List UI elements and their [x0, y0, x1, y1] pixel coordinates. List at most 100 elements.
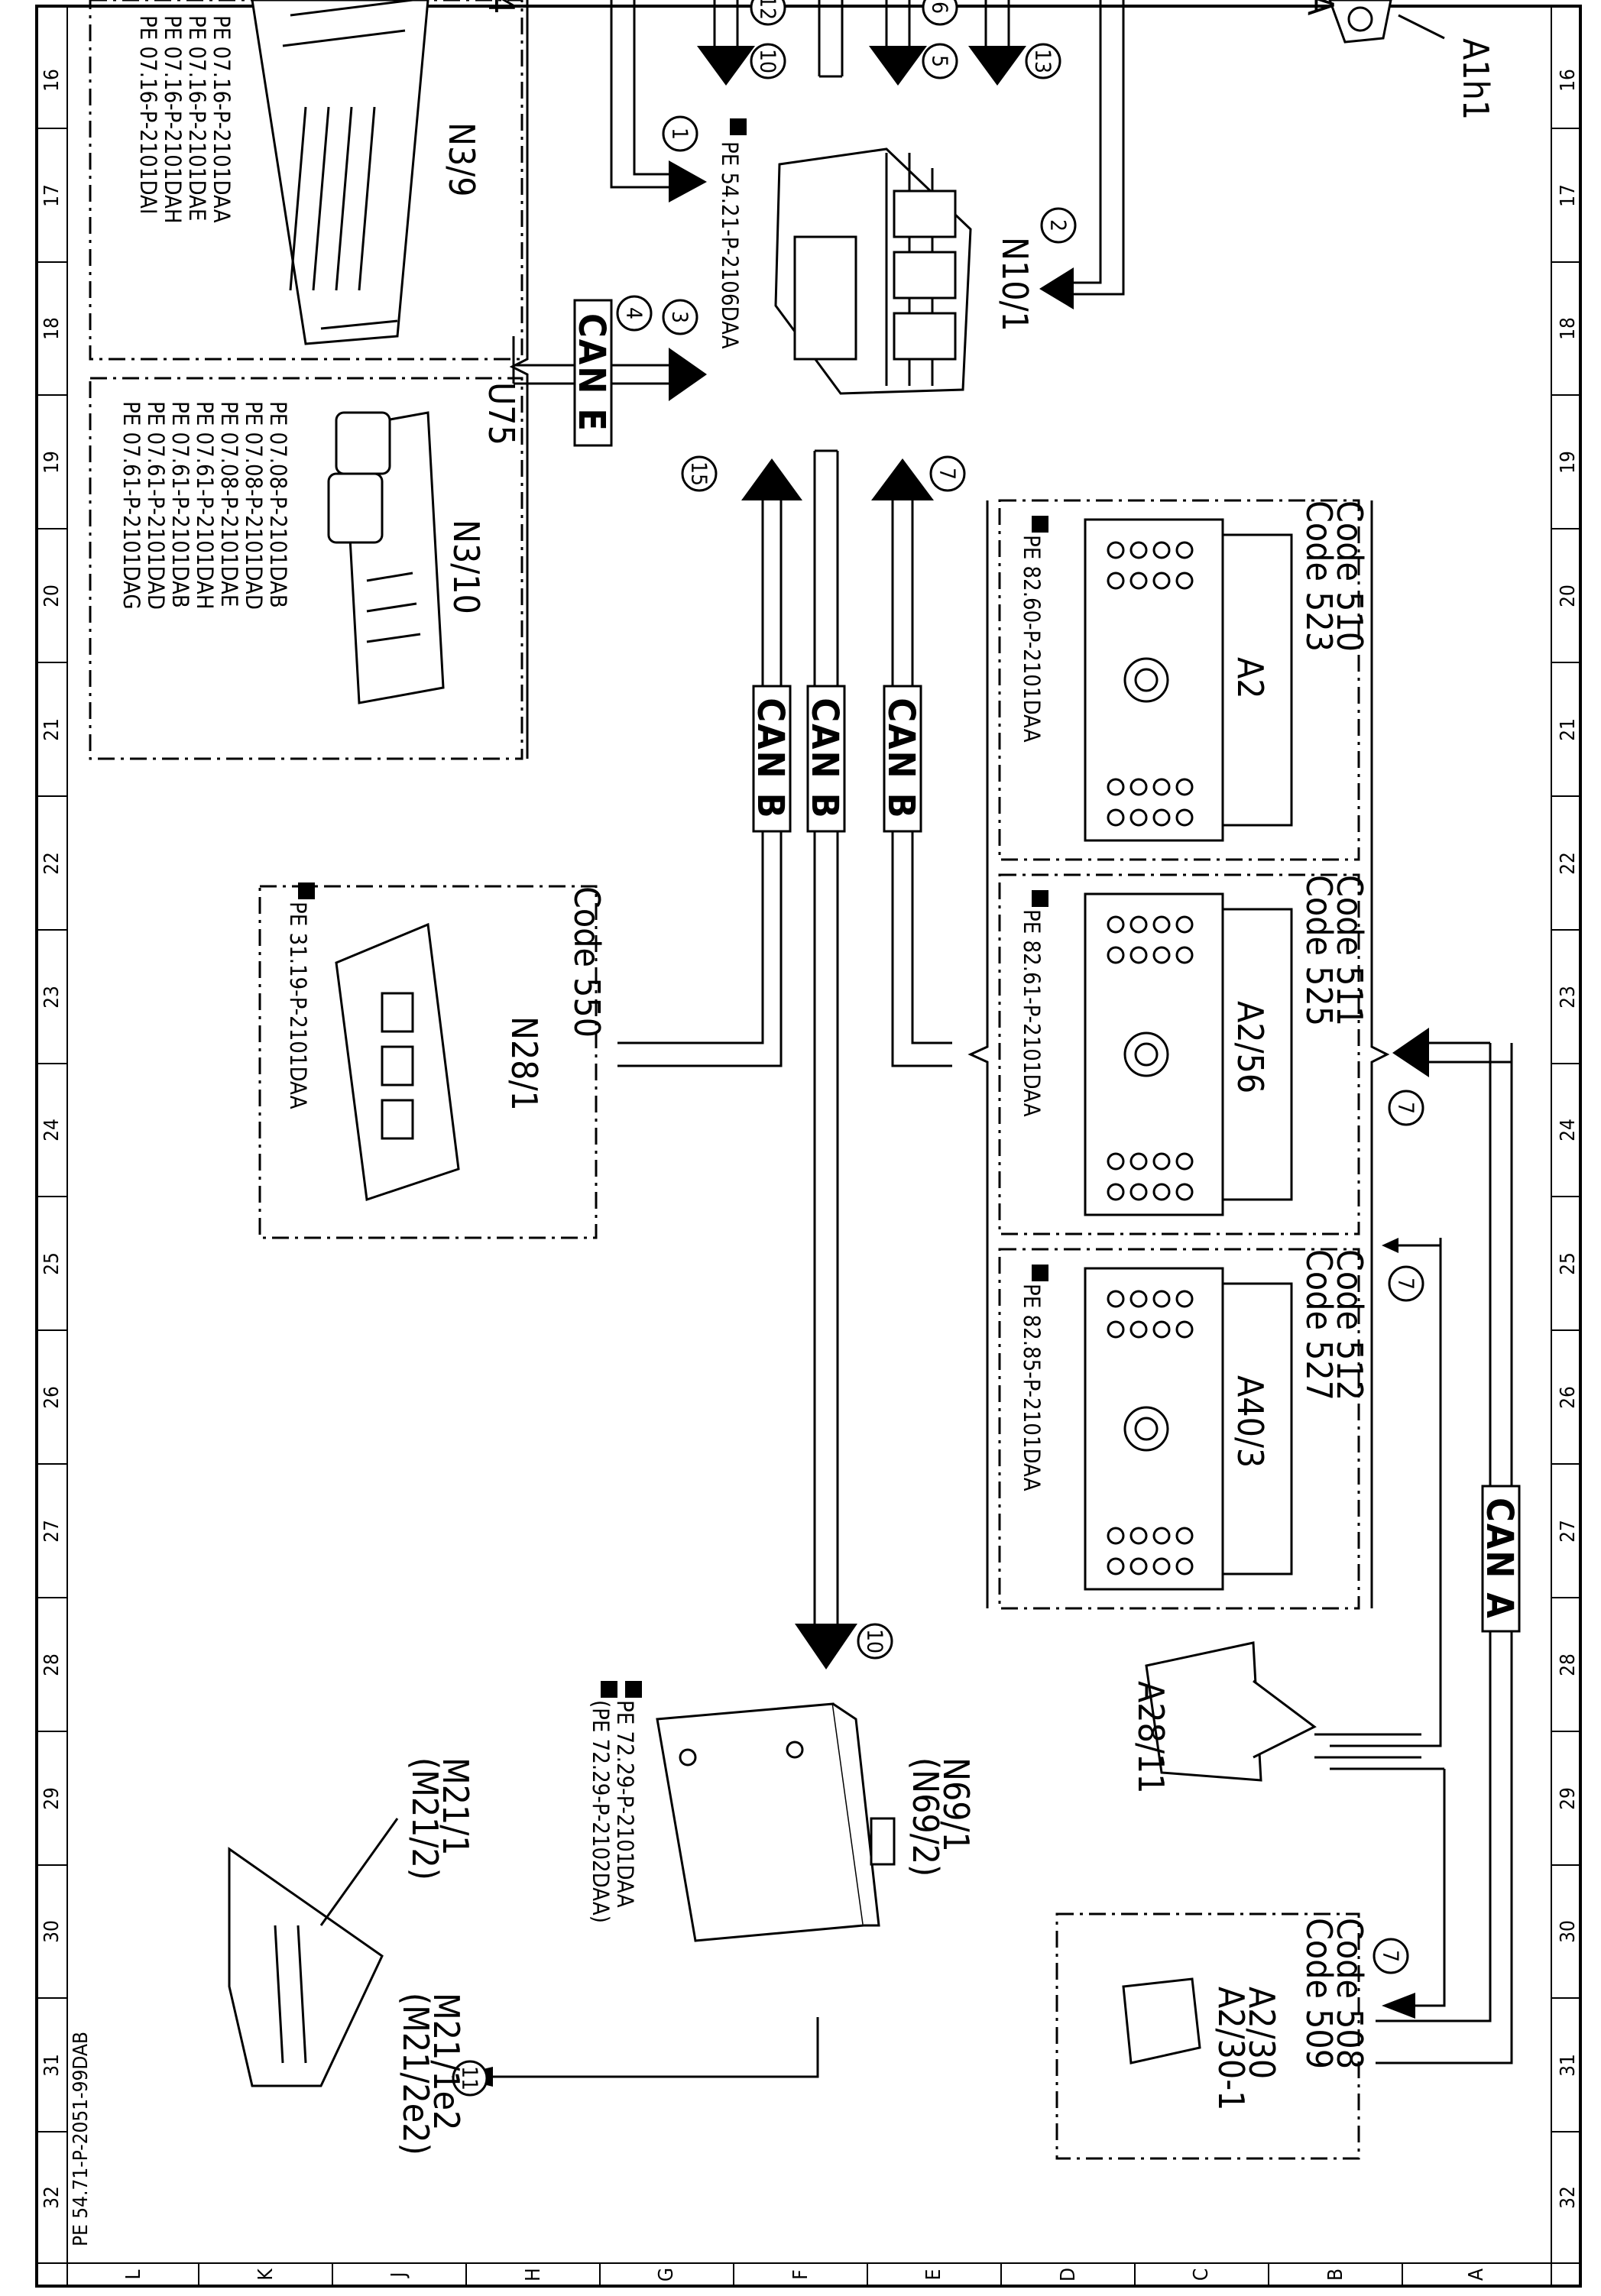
- box-a40-3: [998, 1248, 1360, 1610]
- marker-7: 7: [935, 468, 961, 480]
- row-number: 20: [41, 585, 63, 607]
- column-letter: B: [1324, 2268, 1347, 2281]
- row-number: 31: [41, 2054, 63, 2077]
- row-number: 21: [41, 718, 63, 741]
- a1h1-partial-label: A: [1300, 0, 1341, 15]
- row-number: 28: [1557, 1653, 1580, 1676]
- bus-labels: CAN E CAN B CAN B CAN B CAN A: [570, 299, 1521, 1633]
- a2-56-ref: PE 82.61-P-2101DAA: [1019, 909, 1045, 1117]
- n3-9-corner-label: 4: [481, 0, 522, 14]
- a2-code: Code 510: [1329, 500, 1370, 652]
- reference-hand-icon: [601, 1681, 617, 1698]
- reference-hand-icon: [1032, 890, 1048, 907]
- n3-9-ref: PE 07.16-P-2101DAE: [184, 15, 210, 221]
- a2-56-code: Code 525: [1298, 875, 1340, 1026]
- row-number: 19: [1557, 451, 1580, 474]
- n3-9-ecu-icon: [251, 0, 429, 345]
- n3-9-label: N3/9: [441, 122, 482, 197]
- n28-1-ref: PE 31.19-P-2101DAA: [285, 902, 311, 1109]
- column-letter: K: [254, 2268, 277, 2281]
- n3-10-ref: PE 07.08-P-2101DAD: [241, 401, 267, 610]
- a40-3-ref: PE 82.85-P-2101DAA: [1019, 1284, 1045, 1491]
- box-a2: [998, 499, 1360, 861]
- marker-1: 1: [668, 128, 693, 140]
- marker-15: 15: [687, 461, 712, 486]
- n10-1-ref: PE 54.21-P-2106DAA: [717, 141, 743, 349]
- reference-hand-icon: [298, 882, 315, 899]
- n3-10-ref: PE 07.61-P-2101DAG: [118, 401, 144, 610]
- a28-11-switch-icon: [1145, 1641, 1421, 1782]
- marker-13: 13: [1031, 49, 1056, 73]
- a2-56-radio-icon: [1084, 892, 1293, 1216]
- row-number: 17: [1557, 184, 1580, 207]
- n69-1-ref: PE 72.29-P-2101DAA: [612, 1700, 638, 1908]
- document-code: PE 54.71-P-2051-99DAB: [70, 2032, 92, 2246]
- marker-7: 7: [1394, 1102, 1419, 1114]
- row-number: 24: [1557, 1119, 1580, 1142]
- a40-3-code: Code 512: [1329, 1249, 1370, 1401]
- box-a2-56: [998, 873, 1360, 1235]
- n3-10-ref: PE 07.08-P-2101DAE: [216, 401, 242, 607]
- row-number: 22: [41, 852, 63, 875]
- brackets: [509, 0, 1390, 1608]
- n10-1-label: N10/1: [994, 237, 1035, 332]
- row-number: 21: [1557, 718, 1580, 741]
- svg-text:CAN B: CAN B: [803, 698, 846, 819]
- n10-1-module-icon: [774, 147, 972, 395]
- a40-3-code: Code 527: [1298, 1249, 1340, 1401]
- dashed-boxes: [89, 0, 1360, 2160]
- svg-text:CAN B: CAN B: [749, 698, 792, 819]
- row-number: 31: [1557, 2054, 1580, 2077]
- a1h1-label: A1h1: [1455, 38, 1496, 120]
- marker-12: 12: [756, 0, 781, 20]
- row-number: 29: [1557, 1787, 1580, 1810]
- column-letters: L K J H G F E D C B A: [122, 2268, 1488, 2281]
- row-number: 30: [1557, 1920, 1580, 1943]
- row-number: 27: [41, 1520, 63, 1543]
- a2-radio-icon: [1084, 518, 1293, 842]
- row-number: 29: [41, 1787, 63, 1810]
- box-n3-9: [89, 0, 523, 361]
- row-number: 18: [1557, 317, 1580, 340]
- n69-1-module-icon: [656, 1702, 896, 1942]
- marker-7: 7: [1394, 1278, 1419, 1290]
- n3-9-ref: PE 07.16-P-2101DAA: [209, 15, 235, 223]
- reference-icons: [298, 118, 1048, 1698]
- m21-1-label: M21/1: [435, 1757, 476, 1856]
- marker-3: 3: [668, 311, 693, 323]
- m21-1e2-label-alt: (M21/2e2): [395, 1993, 436, 2155]
- row-number: 16: [41, 69, 63, 92]
- svg-text:CAN E: CAN E: [570, 313, 613, 432]
- a2-30-label: A2/30-1: [1210, 1987, 1252, 2110]
- n3-9-ref: PE 07.16-P-2101DAH: [160, 15, 186, 224]
- a2-30-code: Code 509: [1298, 1918, 1340, 2069]
- text-labels: N3/9 4 PE 07.16-P-2101DAA PE 07.16-P-210…: [118, 0, 1496, 2155]
- row-number: 32: [41, 2186, 63, 2209]
- column-letter: A: [1465, 2268, 1488, 2281]
- a2-56-label: A2/56: [1230, 1001, 1271, 1093]
- can-b-label-middle: CAN B: [803, 685, 846, 833]
- reference-hand-icon: [1032, 1265, 1048, 1281]
- row-number: 24: [41, 1119, 63, 1142]
- column-letter: L: [122, 2269, 145, 2279]
- can-b-label-left: CAN B: [749, 685, 792, 833]
- row-number: 28: [41, 1653, 63, 1676]
- drawing-frame: [35, 5, 1582, 2288]
- svg-text:CAN A: CAN A: [1478, 1498, 1521, 1620]
- n3-10-ref: PE 07.61-P-2101DAH: [192, 401, 218, 610]
- n3-10-tag: U75: [481, 382, 522, 445]
- m21-1e2-label: M21/1e2: [426, 1993, 467, 2130]
- row-number: 17: [41, 184, 63, 207]
- a2-30-code: Code 508: [1329, 1918, 1370, 2069]
- row-number: 22: [1557, 852, 1580, 875]
- row-number: 32: [1557, 2186, 1580, 2209]
- a2-ref: PE 82.60-P-2101DAA: [1019, 535, 1045, 743]
- column-letter: F: [789, 2269, 812, 2279]
- a28-11-label: A28/11: [1130, 1681, 1172, 1794]
- box-n3-10: [89, 377, 523, 760]
- connection-markers: 1 2 3 4 5 6 7 7 7 7 10 10 11 12 13 15: [452, 0, 1424, 2097]
- a2-label: A2: [1230, 657, 1271, 699]
- n3-10-ref: PE 07.61-P-2101DAD: [143, 401, 169, 610]
- n3-9-ref: PE 07.16-P-2101DAI: [135, 15, 161, 215]
